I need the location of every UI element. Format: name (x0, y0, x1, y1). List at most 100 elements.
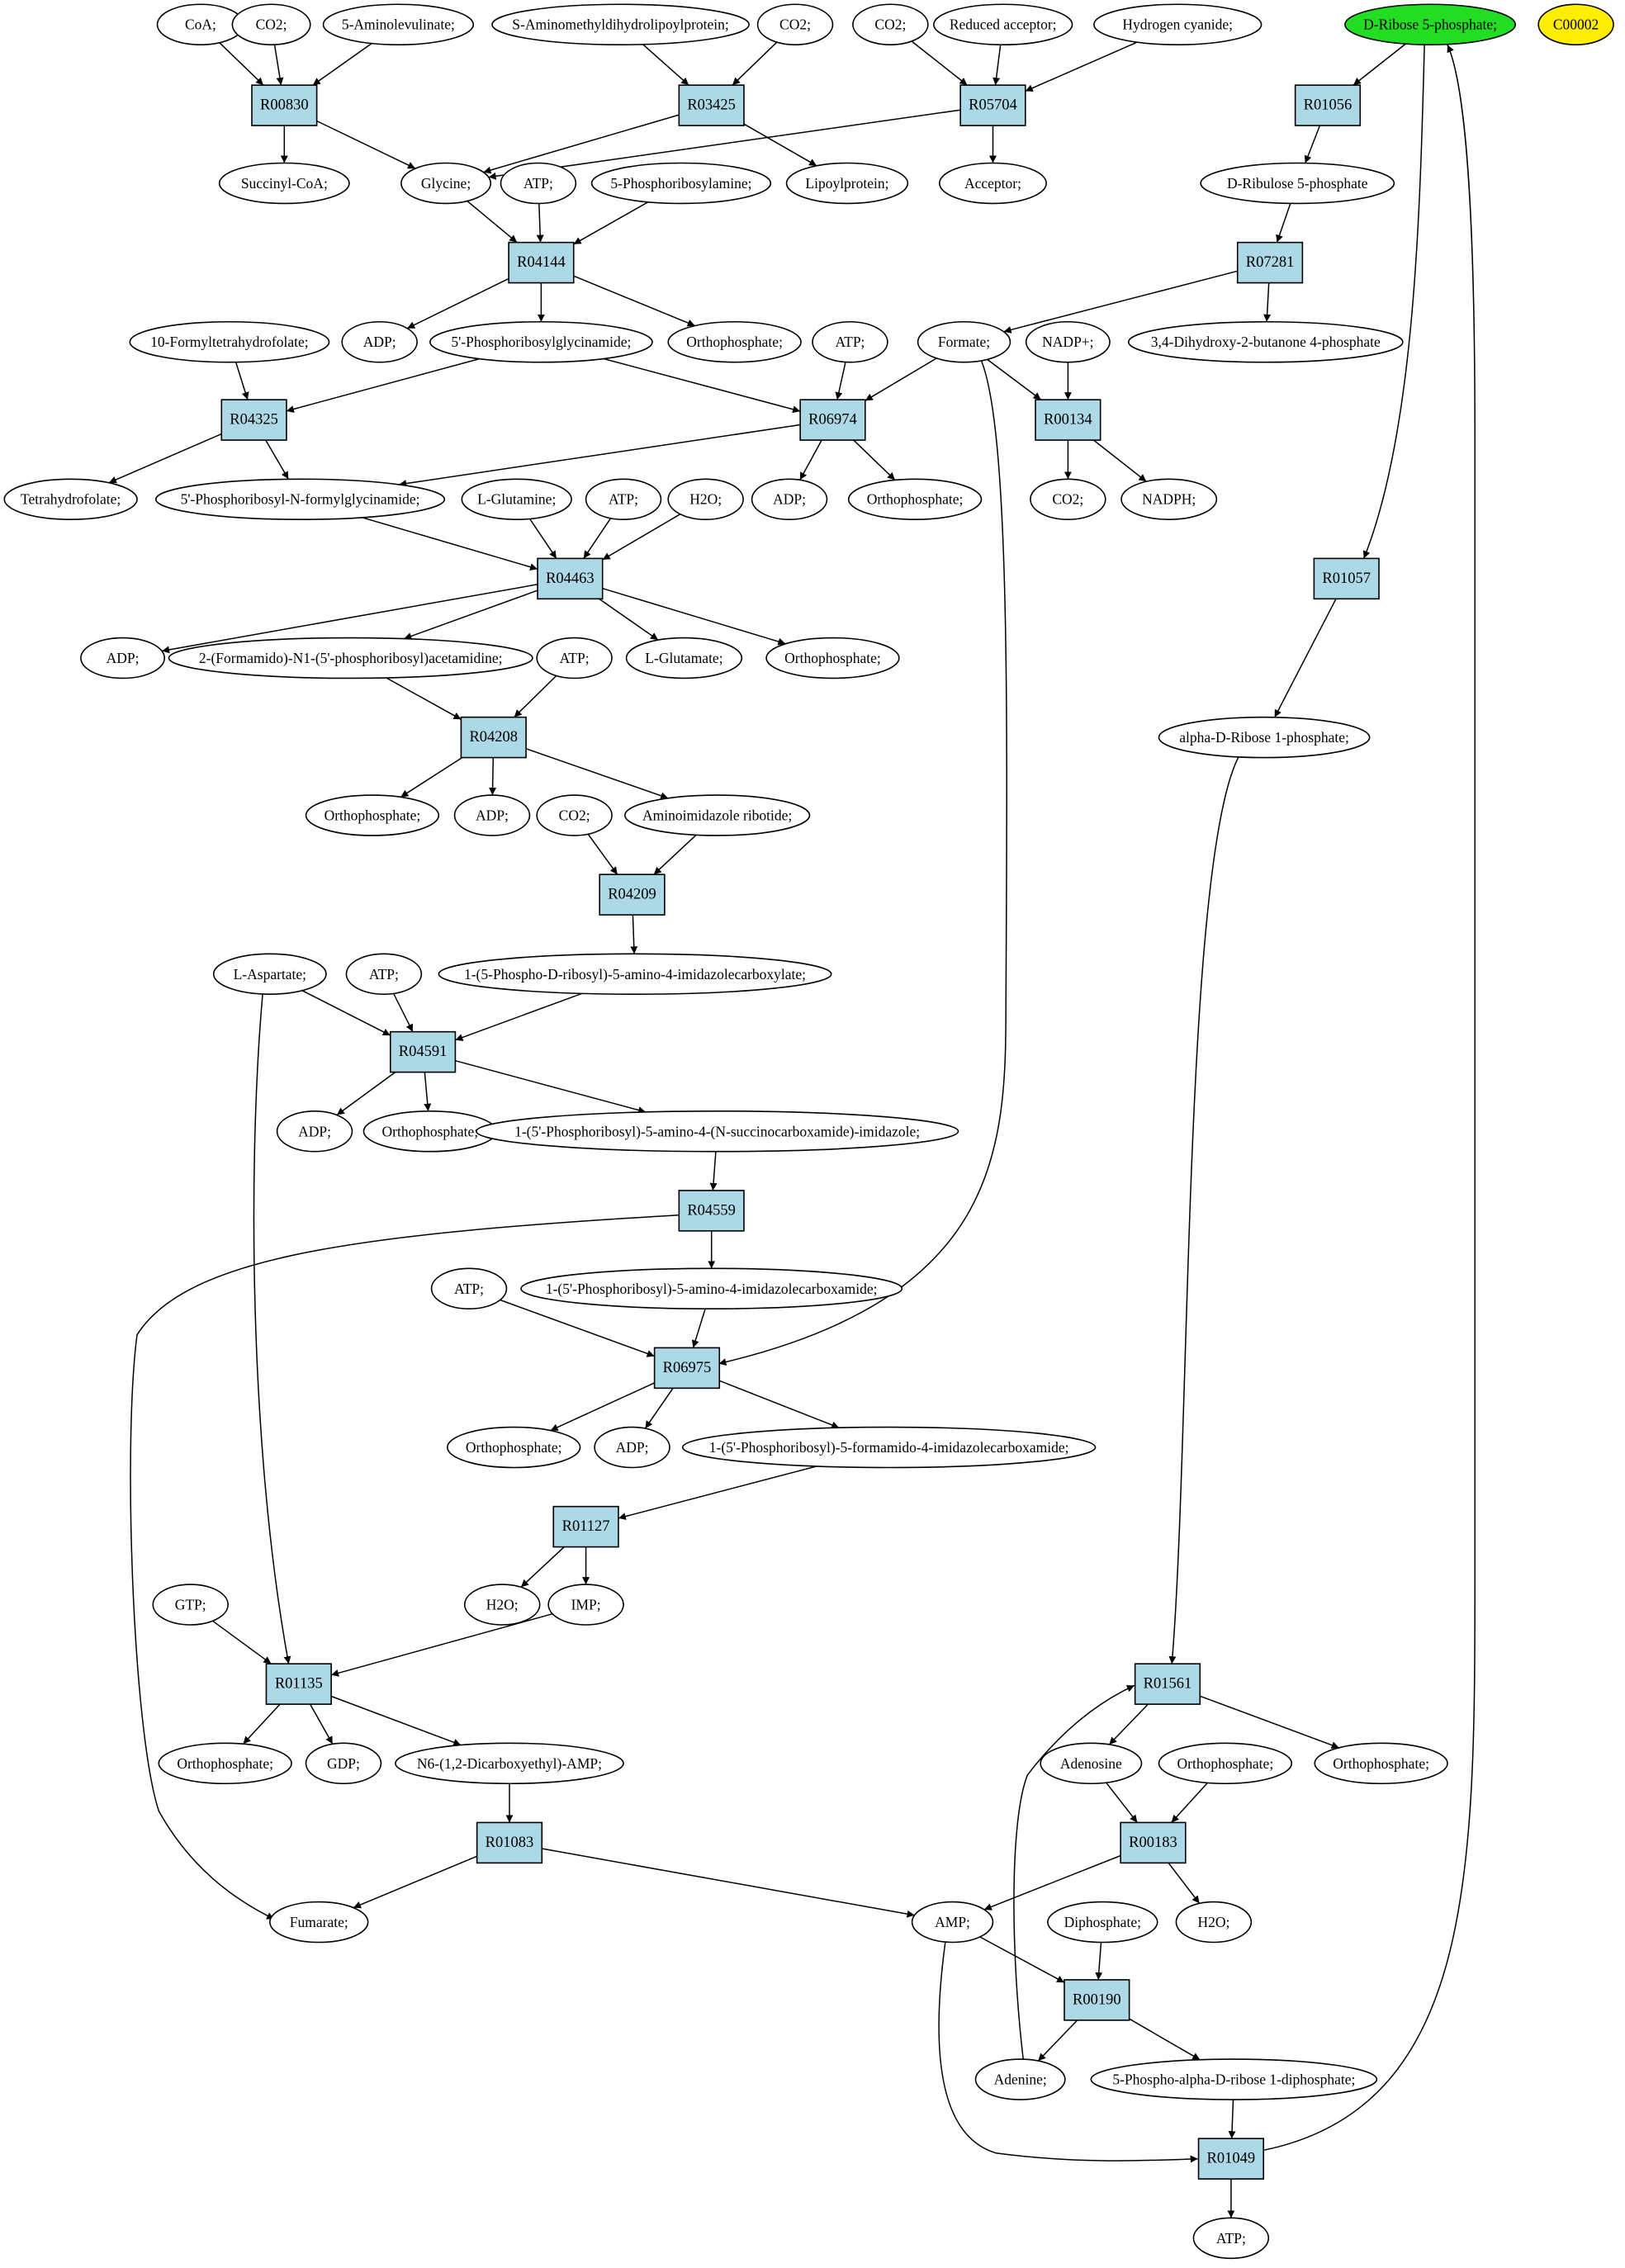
metabolite-diphosphate[interactable]: Diphosphate; (1047, 1901, 1158, 1944)
reaction-label: R04325 (230, 412, 278, 429)
metabolite-d-ribulose-5p[interactable]: D-Ribulose 5-phosphate (1200, 162, 1395, 205)
reaction-r01049[interactable]: R01049 (1197, 2138, 1264, 2180)
reaction-r01135[interactable]: R01135 (265, 1663, 332, 1705)
metabolite-l-glutamate[interactable]: L-Glutamate; (625, 637, 743, 679)
metabolite-shape (1090, 2058, 1378, 2100)
reaction-r04209[interactable]: R04209 (599, 874, 666, 916)
metabolite-co2-e[interactable]: CO2; (536, 794, 613, 836)
metabolite-saicar[interactable]: 1-(5'-Phosphoribosyl)-5-amino-4-(N-succi… (475, 1110, 959, 1153)
metabolite-alpha-d-ribose-1p[interactable]: alpha-D-Ribose 1-phosphate; (1158, 716, 1371, 759)
metabolite-atp-a[interactable]: ATP; (500, 162, 577, 205)
reaction-r00134[interactable]: R00134 (1035, 399, 1101, 441)
metabolite-adenine[interactable]: Adenine; (974, 2058, 1066, 2100)
metabolite-fumarate[interactable]: Fumarate; (269, 1901, 369, 1944)
reaction-r01561[interactable]: R01561 (1134, 1663, 1201, 1705)
metabolite-adp-f[interactable]: ADP; (594, 1426, 670, 1469)
metabolite-adp-c[interactable]: ADP; (80, 637, 166, 679)
metabolite-coa[interactable]: CoA; (156, 3, 245, 45)
metabolite-atp-g[interactable]: ATP; (1192, 2217, 1270, 2260)
metabolite-reduced-acceptor[interactable]: Reduced acceptor; (933, 3, 1073, 45)
metabolite-orthophosphate-c[interactable]: Orthophosphate; (765, 637, 900, 679)
reaction-r01083[interactable]: R01083 (476, 1821, 543, 1864)
metabolite-aicar[interactable]: 1-(5'-Phosphoribosyl)-5-amino-4-imidazol… (520, 1267, 903, 1310)
metabolite-hydrogen-cyanide[interactable]: Hydrogen cyanide; (1093, 3, 1263, 45)
reaction-r05704[interactable]: R05704 (959, 84, 1026, 126)
metabolite-co2-a[interactable]: CO2; (231, 3, 311, 45)
metabolite-atp-e[interactable]: ATP; (345, 953, 423, 996)
metabolite-label: Succinyl-CoA; (241, 175, 328, 192)
metabolite-nadp[interactable]: NADP+; (1025, 320, 1111, 363)
metabolite-succinyl-coa[interactable]: Succinyl-CoA; (218, 162, 350, 205)
metabolite-atp-f[interactable]: ATP; (430, 1267, 508, 1310)
metabolite-s-aminomethyl[interactable]: S-Aminomethyldihydrolipoylprotein; (491, 3, 750, 45)
reaction-r06974[interactable]: R06974 (799, 399, 866, 441)
metabolite-formyl-thf[interactable]: 10-Formyltetrahydrofolate; (129, 320, 330, 363)
metabolite-orthophosphate-i[interactable]: Orthophosphate; (1314, 1742, 1448, 1785)
metabolite-formate[interactable]: Formate; (917, 320, 1011, 363)
edge-r04208-to-adp-d (489, 757, 497, 796)
reaction-r07281[interactable]: R07281 (1236, 241, 1304, 284)
reaction-label: R04208 (469, 729, 518, 746)
metabolite-orthophosphate-d[interactable]: Orthophosphate; (305, 794, 440, 836)
reaction-r06975[interactable]: R06975 (653, 1347, 721, 1390)
reaction-r04463[interactable]: R04463 (537, 557, 604, 600)
reaction-r04325[interactable]: R04325 (220, 399, 287, 441)
metabolite-gdp[interactable]: GDP; (305, 1742, 382, 1785)
metabolite-orthophosphate-e[interactable]: Orthophosphate; (362, 1110, 498, 1153)
metabolite-adp-b[interactable]: ADP; (751, 478, 828, 521)
metabolite-co2-c[interactable]: CO2; (852, 3, 929, 45)
metabolite-phosphoribosylamine[interactable]: 5-Phosphoribosylamine; (590, 162, 772, 205)
metabolite-orthophosphate-a[interactable]: Orthophosphate; (667, 320, 802, 363)
reaction-r04591[interactable]: R04591 (389, 1030, 457, 1073)
metabolite-acceptor[interactable]: Acceptor; (939, 162, 1047, 205)
metabolite-orthophosphate-b[interactable]: Orthophosphate; (847, 478, 983, 521)
metabolite-adp-e[interactable]: ADP; (276, 1110, 353, 1153)
metabolite-dihydroxy-butanone[interactable]: 3,4-Dihydroxy-2-butanone 4-phosphate (1127, 320, 1404, 363)
metabolite-h2o-b[interactable]: H2O; (463, 1584, 541, 1626)
metabolite-nadph[interactable]: NADPH; (1120, 478, 1218, 521)
metabolite-adp-d[interactable]: ADP; (453, 794, 531, 836)
metabolite-prpp[interactable]: 5-Phospho-alpha-D-ribose 1-diphosphate; (1090, 2058, 1378, 2100)
metabolite-fgar[interactable]: 5'-Phosphoribosyl-N-formylglycinamide; (154, 478, 446, 521)
reaction-r04208[interactable]: R04208 (460, 716, 527, 759)
reaction-r04144[interactable]: R04144 (508, 241, 575, 284)
metabolite-cair[interactable]: 1-(5-Phospho-D-ribosyl)-5-amino-4-imidaz… (438, 953, 832, 996)
metabolite-co2-d[interactable]: CO2; (1030, 478, 1106, 521)
metabolite-atp-d[interactable]: ATP; (536, 637, 613, 679)
metabolite-adenylosuccinate[interactable]: N6-(1,2-Dicarboxyethyl)-AMP; (395, 1742, 624, 1785)
metabolite-glycine[interactable]: Glycine; (400, 162, 492, 205)
metabolite-lipoylprotein[interactable]: Lipoylprotein; (785, 162, 909, 205)
metabolite-orthophosphate-h[interactable]: Orthophosphate; (1158, 1742, 1293, 1785)
metabolite-d-ribose-5p[interactable]: D-Ribose 5-phosphate; (1344, 3, 1516, 45)
reaction-r03425[interactable]: R03425 (678, 84, 745, 126)
reaction-r01057[interactable]: R01057 (1313, 557, 1380, 600)
metabolite-air[interactable]: Aminoimidazole ribotide; (623, 794, 811, 836)
metabolite-orthophosphate-f[interactable]: Orthophosphate; (447, 1426, 581, 1469)
reaction-r00190[interactable]: R00190 (1064, 1979, 1130, 2021)
reaction-r00183[interactable]: R00183 (1120, 1821, 1187, 1864)
metabolite-orthophosphate-g[interactable]: Orthophosphate; (158, 1742, 292, 1785)
metabolite-atp-c[interactable]: ATP; (585, 478, 662, 521)
metabolite-amp[interactable]: AMP; (911, 1901, 994, 1944)
metabolite-co2-b[interactable]: CO2; (756, 3, 834, 45)
metabolite-fgam[interactable]: 2-(Formamido)-N1-(5'-phosphoribosyl)acet… (168, 637, 533, 679)
metabolite-faicar[interactable]: 1-(5'-Phosphoribosyl)-5-formamido-4-imid… (681, 1426, 1097, 1469)
metabolite-thf[interactable]: Tetrahydrofolate; (3, 478, 138, 521)
metabolite-shape (218, 162, 350, 205)
reaction-r00830[interactable]: R00830 (251, 84, 318, 126)
metabolite-imp[interactable]: IMP; (547, 1584, 624, 1626)
metabolite-gar[interactable]: 5'-Phosphoribosylglycinamide; (429, 320, 653, 363)
reaction-r01127[interactable]: R01127 (552, 1505, 619, 1548)
reaction-r04559[interactable]: R04559 (678, 1190, 745, 1232)
metabolite-gtp[interactable]: GTP; (152, 1584, 229, 1626)
metabolite-h2o-a[interactable]: H2O; (667, 478, 744, 521)
metabolite-l-aspartate[interactable]: L-Aspartate; (212, 953, 327, 996)
metabolite-h2o-c[interactable]: H2O; (1175, 1901, 1253, 1944)
metabolite-l-glutamine[interactable]: L-Glutamine; (461, 478, 572, 521)
metabolite-adenosine[interactable]: Adenosine (1040, 1742, 1143, 1785)
metabolite-atp-b[interactable]: ATP; (812, 320, 888, 363)
metabolite-aminolevulinate[interactable]: 5-Aminolevulinate; (322, 3, 475, 45)
reaction-r01056[interactable]: R01056 (1294, 84, 1362, 126)
metabolite-adp-a[interactable]: ADP; (341, 320, 418, 363)
metabolite-c00002[interactable]: C00002 (1537, 3, 1614, 45)
